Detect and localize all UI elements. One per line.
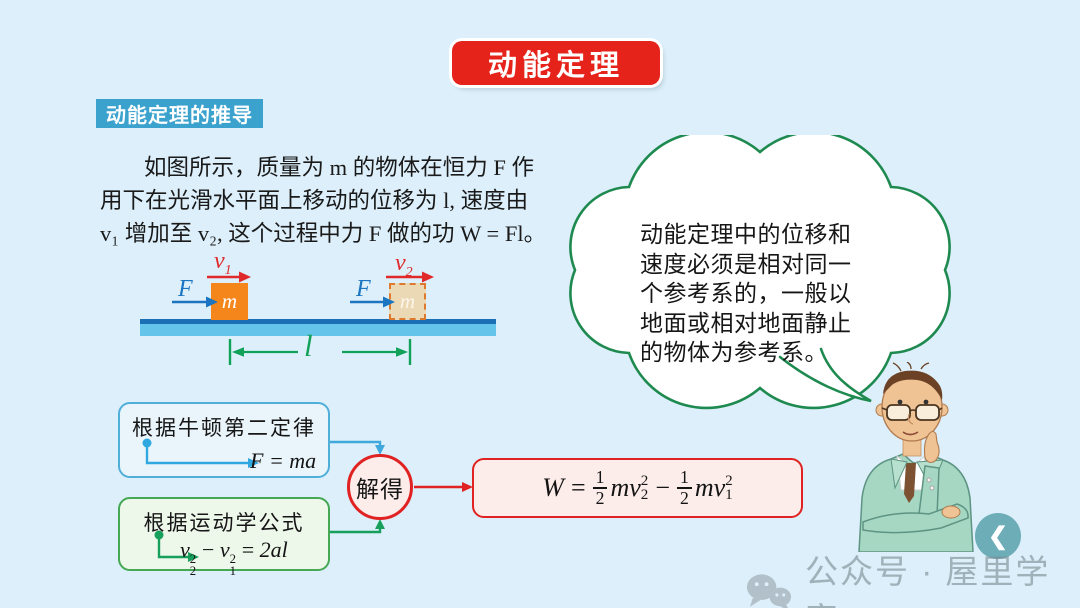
speech-bubble-cloud bbox=[569, 135, 951, 410]
newton-box-title: 根据牛顿第二定律 bbox=[132, 416, 316, 440]
hand bbox=[923, 430, 940, 464]
wechat-icon bbox=[746, 574, 792, 608]
mass-block-initial: m bbox=[211, 283, 248, 320]
kinematics-box-title: 根据运动学公式 bbox=[143, 511, 305, 535]
distance-label: l bbox=[304, 328, 313, 363]
page-title: 动能定理 bbox=[452, 41, 660, 85]
force-label-left: F bbox=[178, 276, 193, 302]
l-arrow-icon bbox=[142, 438, 259, 468]
displacement-dimension bbox=[228, 339, 412, 365]
velocity-arrow-v1 bbox=[207, 271, 251, 283]
l-arrow-icon bbox=[154, 530, 199, 562]
velocity-label-v2: v2 bbox=[395, 250, 413, 280]
mass-label: m bbox=[399, 289, 416, 313]
bubble-line: 地面或相对地面静止 bbox=[640, 310, 852, 336]
force-arrow-left bbox=[172, 296, 218, 308]
mass-label: m bbox=[221, 289, 238, 313]
watermark-text: 公众号 · 屋里学家 bbox=[805, 553, 1051, 608]
newton-connector-arrow bbox=[330, 440, 385, 455]
intro-line: 如图所示，质量为 m 的物体在恒力 F 作 bbox=[144, 155, 535, 180]
ground-surface bbox=[140, 319, 496, 336]
diagram-arrows bbox=[172, 271, 434, 365]
teacher-illustration bbox=[858, 362, 974, 552]
velocity-arrow-v2 bbox=[386, 271, 434, 283]
newton-formula: F = ma bbox=[250, 448, 317, 473]
back-button[interactable]: ❮ bbox=[975, 513, 1021, 559]
hair bbox=[883, 370, 943, 400]
watermark: 公众号 · 屋里学家 bbox=[744, 545, 1080, 608]
intro-line: 用下在光滑水平面上移动的位移为 l, 速度由 bbox=[100, 188, 529, 213]
bubble-line: 个参考系的，一般以 bbox=[640, 281, 852, 306]
intro-paragraph: 如图所示，质量为 m 的物体在恒力 F 作 用下在光滑水平面上移动的位移为 l,… bbox=[100, 151, 552, 250]
bubble-line: 的物体为参考系。 bbox=[640, 340, 828, 365]
glasses-icon bbox=[881, 404, 943, 421]
result-connector-arrow bbox=[414, 482, 473, 492]
kinematics-connector-arrow bbox=[330, 519, 385, 534]
chevron-left-icon: ❮ bbox=[987, 522, 1009, 550]
flow-connectors bbox=[330, 440, 473, 534]
bubble-text: 动能定理中的位移和 速度必须是相对同一 个参考系的，一般以 地面或相对地面静止 … bbox=[640, 220, 890, 368]
newton-law-box: 根据牛顿第二定律 F = ma bbox=[118, 402, 330, 478]
force-label-right: F bbox=[356, 276, 371, 302]
bubble-line: 速度必须是相对同一 bbox=[640, 251, 852, 277]
force-arrow-right bbox=[350, 296, 395, 308]
section-label: 动能定理的推导 bbox=[96, 99, 263, 128]
tie bbox=[904, 463, 916, 503]
velocity-label-v1: v1 bbox=[214, 248, 232, 278]
intro-line: v₁ 增加至 v₂, 这个过程中力 F 做的功 W = Fl。 bbox=[100, 221, 547, 246]
bubble-line: 动能定理中的位移和 bbox=[640, 222, 852, 247]
solve-circle: 解得 bbox=[347, 454, 413, 520]
